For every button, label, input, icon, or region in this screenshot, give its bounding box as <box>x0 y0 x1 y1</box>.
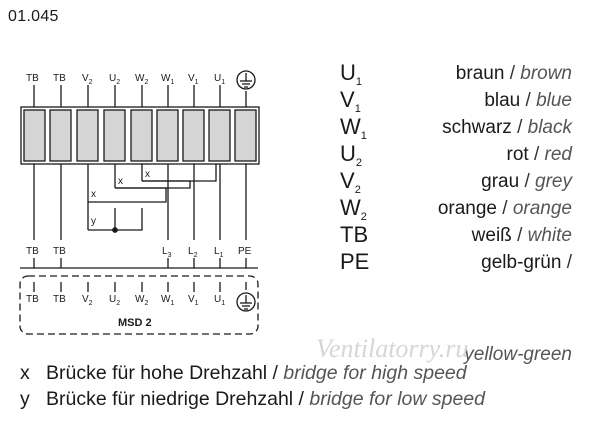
msd-terminal-label: TB <box>26 294 39 305</box>
msd-terminal-label: U2 <box>109 294 120 307</box>
legend-description: rot / red <box>506 144 573 165</box>
msd-label: MSD 2 <box>118 317 152 329</box>
legend-symbol: V2 <box>340 168 361 197</box>
legend-symbol: W1 <box>340 114 367 143</box>
lower-terminal-label: TB <box>26 246 39 257</box>
top-terminal-label: TB <box>26 73 39 84</box>
top-terminal-label: U2 <box>109 73 120 86</box>
top-terminal-label: V2 <box>82 73 93 86</box>
msd-terminal-label: W2 <box>135 294 148 307</box>
msd-terminal-label: W1 <box>161 294 174 307</box>
legend-row: V2 grau / grey <box>330 168 572 197</box>
diagram-code: 01.045 <box>8 8 59 25</box>
msd-terminal-label: U1 <box>214 294 225 307</box>
legend-description: gelb-grün / <box>481 252 572 273</box>
legend-description: schwarz / black <box>442 117 572 138</box>
legend-description-continued: yellow-green <box>464 344 572 365</box>
legend-description: weiß / white <box>471 225 572 246</box>
legend-row: PE gelb-grün / <box>330 249 572 276</box>
bridge-y-label: y <box>91 216 96 227</box>
wire-color-legend: U1 braun / brown V1 blau / blue W1 schwa… <box>330 60 573 366</box>
lower-terminal-label: TB <box>53 246 66 257</box>
lower-terminal-label: L1 <box>214 246 224 259</box>
bridge-x-label: x <box>91 189 96 200</box>
legend-description: blau / blue <box>484 90 572 111</box>
lower-terminal-label: L3 <box>162 246 172 259</box>
top-terminal-label: TB <box>53 73 66 84</box>
bridge-x-label: x <box>118 176 123 187</box>
legend-symbol: U1 <box>340 60 363 89</box>
legend-description: grau / grey <box>481 171 572 192</box>
legend-symbol: W2 <box>340 195 367 224</box>
top-terminal-label: W2 <box>135 73 148 86</box>
msd-terminal-label: V2 <box>82 294 93 307</box>
lower-terminal-label: L2 <box>188 246 198 259</box>
legend-row: U1 braun / brown <box>330 60 572 89</box>
legend-symbol: TB <box>340 222 369 247</box>
top-terminal-label: W1 <box>161 73 174 86</box>
legend-row: TB weiß / white <box>330 222 572 249</box>
top-terminal-label: V1 <box>188 73 199 86</box>
legend-symbol: U2 <box>340 141 363 170</box>
bridge-x-label: x <box>145 169 150 180</box>
msd-terminal-label: TB <box>53 294 66 305</box>
legend-row: W2 orange / orange <box>330 195 572 224</box>
legend-description: braun / brown <box>455 63 572 84</box>
legend-row: V1 blau / blue <box>330 87 572 116</box>
msd-terminal-label: V1 <box>188 294 199 307</box>
top-terminal-label: U1 <box>214 73 225 86</box>
watermark: Ventilatorry.ru <box>316 334 469 363</box>
legend-row: W1 schwarz / black <box>330 114 572 143</box>
legend-symbol: PE <box>340 249 370 274</box>
lower-terminal-label: PE <box>238 246 252 257</box>
legend-row: U2 rot / red <box>330 141 573 170</box>
legend-description: orange / orange <box>437 198 572 219</box>
legend-symbol: V1 <box>340 87 361 116</box>
